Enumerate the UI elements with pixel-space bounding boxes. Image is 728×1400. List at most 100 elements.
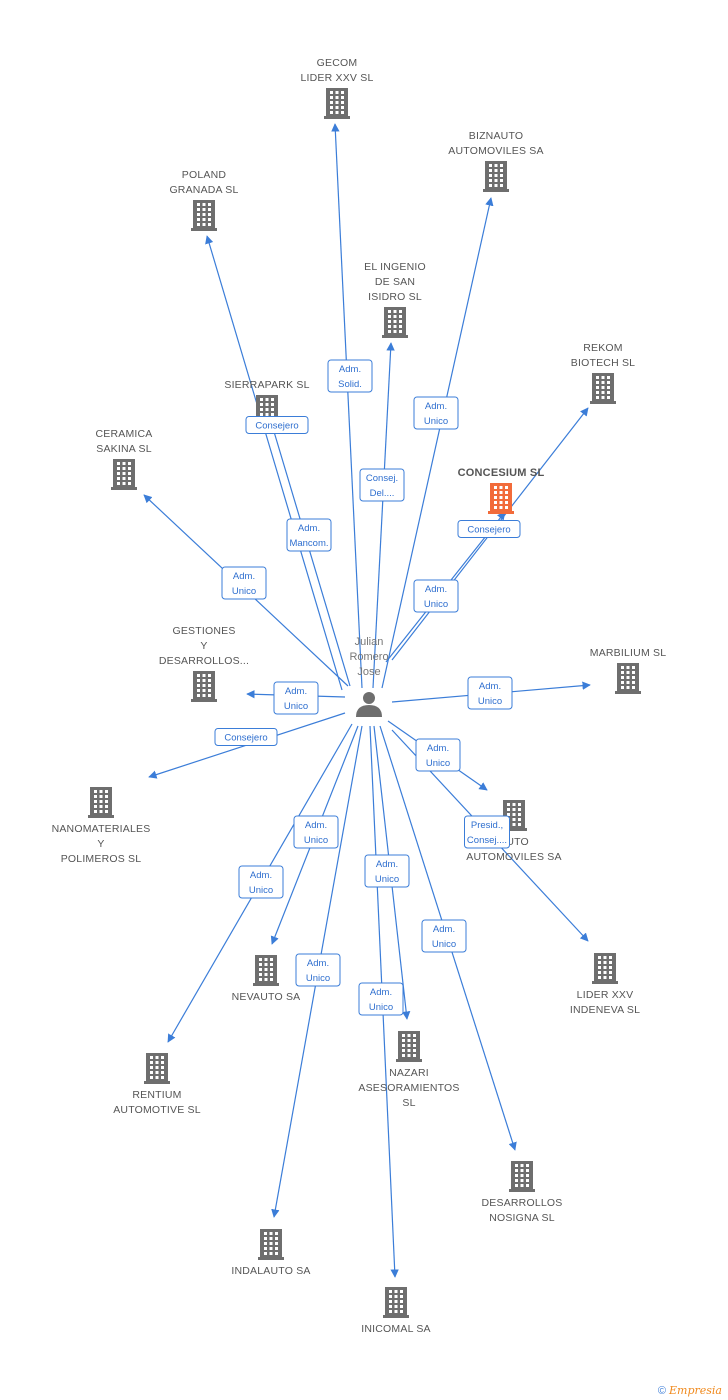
role-label-text: Adm. (370, 987, 392, 998)
role-label-text: Adm. (433, 924, 455, 935)
role-label-nevauto[interactable]: Adm. Unico (293, 815, 339, 849)
edge-line-gecom (331, 123, 363, 689)
role-label-box (358, 982, 404, 1016)
company-node-gestiones[interactable]: GESTIONESYDESARROLLOS... (159, 625, 249, 702)
role-label-text: Unico (304, 835, 328, 846)
company-name-label: SAKINA SL (96, 443, 152, 455)
company-node-indalauto[interactable]: INDALAUTO SA (231, 1229, 310, 1277)
role-label-text: Adm. (425, 584, 447, 595)
role-label-box (295, 953, 341, 987)
role-label-lider_indeneva[interactable]: Presid.,Consej.... (464, 815, 510, 849)
person-name-label: Romero (349, 651, 388, 663)
role-label-auto_sa[interactable]: Adm.Unico (415, 738, 461, 772)
company-name-label: REKOM (583, 342, 623, 354)
company-name-label: BIZNAUTO (469, 130, 524, 142)
role-label-nanomateriales[interactable]: Consejero (214, 728, 278, 746)
role-label-text: Consejero (255, 421, 298, 432)
role-label-concesium[interactable]: Consejero (457, 520, 521, 538)
company-name-label: CERAMICA (95, 428, 152, 440)
role-label-box (273, 681, 319, 715)
building-icon (590, 373, 616, 404)
company-name-label: DESARROLLOS... (159, 655, 249, 667)
company-node-desarrollos_nosigna[interactable]: DESARROLLOS NOSIGNA SL (482, 1161, 563, 1224)
role-label-text: Consejero (467, 525, 510, 536)
role-label-text: Adm. (305, 820, 327, 831)
role-label-box (421, 919, 467, 953)
building-icon (144, 1053, 170, 1084)
role-label-box (286, 518, 332, 552)
role-label-box (413, 579, 459, 613)
role-label-gestiones[interactable]: Adm.Unico (273, 681, 319, 715)
role-label-poland[interactable]: Adm.Mancom. (286, 518, 332, 552)
building-icon (483, 161, 509, 192)
role-label-inicomal[interactable]: Adm.Unico (358, 982, 404, 1016)
company-name-label: DE SAN (375, 276, 415, 288)
brand-logo[interactable]: Empresia (669, 1384, 722, 1397)
role-label-text: Solid. (338, 379, 362, 390)
company-node-gecom[interactable]: GECOM LIDER XXV SL (300, 57, 373, 119)
company-node-ceramica[interactable]: CERAMICA SAKINA SL (95, 428, 152, 490)
building-icon (88, 787, 114, 818)
role-label-text: Adm. (285, 686, 307, 697)
copyright-symbol: © (657, 1385, 666, 1397)
company-name-label: NEVAUTO SA (232, 991, 301, 1003)
role-label-box (238, 865, 284, 899)
role-label-desarrollos_nosigna[interactable]: Adm. Unico (421, 919, 467, 953)
company-node-inicomal[interactable]: INICOMAL SA (361, 1287, 431, 1335)
role-label-marbilium[interactable]: Adm.Unico (467, 676, 513, 710)
role-label-indalauto[interactable]: Adm. Unico (295, 953, 341, 987)
person-name-label: Jose (357, 666, 380, 678)
role-label-sierrapark[interactable]: Consejero (245, 416, 309, 434)
role-label-gecom[interactable]: Adm. Solid. (327, 359, 373, 393)
company-name-label: NANOMATERIALES (52, 823, 151, 835)
edge-line-biznauto (381, 197, 494, 689)
role-label-text: Unico (232, 586, 256, 597)
role-label-rentium[interactable]: Adm. Unico (238, 865, 284, 899)
role-label-box (245, 416, 309, 434)
company-name-label: NOSIGNA SL (489, 1212, 555, 1224)
role-label-text: Presid., (471, 820, 503, 831)
company-node-nevauto[interactable]: NEVAUTO SA (232, 955, 301, 1003)
role-label-box (327, 359, 373, 393)
role-label-ceramica[interactable]: Adm.Unico (221, 566, 267, 600)
building-icon (383, 1287, 409, 1318)
role-label-text: Unico (432, 939, 456, 950)
role-label-text: Unico (306, 973, 330, 984)
company-node-marbilium[interactable]: MARBILIUM SL (590, 647, 667, 694)
role-label-biznauto[interactable]: Adm.Unico (413, 396, 459, 430)
company-node-concesium[interactable]: CONCESIUM SL (458, 467, 545, 514)
company-name-label: GECOM (317, 57, 358, 69)
role-label-text: Adm. (250, 870, 272, 881)
role-label-rekom[interactable]: Adm.Unico (413, 579, 459, 613)
role-label-text: Unico (249, 885, 273, 896)
building-icon (191, 200, 217, 231)
company-name-label: LIDER XXV SL (300, 72, 373, 84)
company-name-label: AUTOMOVILES SA (466, 851, 561, 863)
company-name-label: DESARROLLOS (482, 1197, 563, 1209)
company-name-label: INDALAUTO SA (231, 1265, 310, 1277)
role-label-box (364, 854, 410, 888)
company-name-label: MARBILIUM SL (590, 647, 667, 659)
company-name-label: ISIDRO SL (368, 291, 422, 303)
company-name-label: RENTIUM (132, 1089, 181, 1101)
role-label-nazari[interactable]: Adm.Unico (364, 854, 410, 888)
role-label-text: Unico (375, 874, 399, 885)
role-label-text: Adm. (307, 958, 329, 969)
building-icon (488, 483, 514, 514)
company-name-label: GRANADA SL (169, 184, 238, 196)
company-name-label: SL (402, 1097, 415, 1109)
role-label-text: Adm. (339, 364, 361, 375)
role-label-ingenio[interactable]: Consej.Del.... (359, 468, 405, 502)
role-label-text: Unico (478, 696, 502, 707)
edge-line-poland (205, 235, 343, 691)
